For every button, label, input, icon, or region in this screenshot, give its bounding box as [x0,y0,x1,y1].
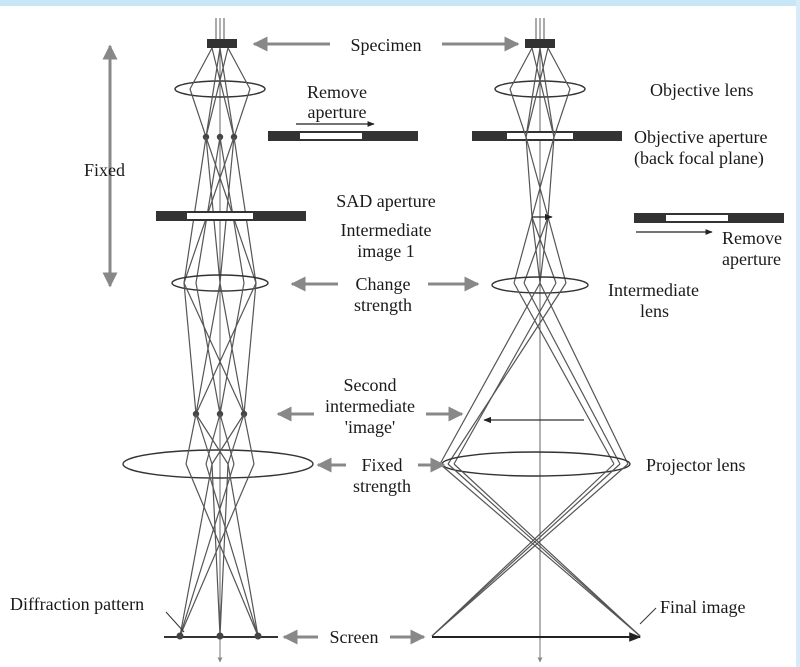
remove-aperture-top-label-2: aperture [308,102,367,122]
intermediate-image-label-1: Intermediate [341,220,432,240]
change-strength-label-1: Change [356,274,411,294]
projector-lens-label: Projector lens [646,455,745,475]
second-intermediate-label-2: intermediate [325,396,415,416]
change-strength-label-2: strength [354,295,412,315]
diffraction-spot [176,632,184,640]
right-specimen [525,39,555,48]
right-projector-lens [441,451,631,477]
fixed-label: Fixed [84,160,125,180]
callout-arrows [252,36,520,645]
second-intermediate-label-1: Second [344,375,397,395]
objective-aperture-opening [507,133,573,139]
diffraction-spot [216,632,224,640]
left-specimen [207,39,237,48]
specimen-label: Specimen [351,35,422,55]
left-rays-specimen-to-bfp [189,47,251,138]
diffraction-pattern-leader [165,611,185,633]
frame-right-edge [796,0,800,667]
final-image-label: Final image [660,597,745,617]
removed-sad-aperture-opening [666,215,728,221]
right-column-imaging-mode [431,18,642,663]
removed-objective-aperture-opening [300,133,362,139]
intermediate-lens-label-1: Intermediate [608,280,699,300]
objective-aperture-label-2: (back focal plane) [634,148,764,169]
objective-lens-label: Objective lens [650,80,753,100]
right-rays-to-final-image [431,463,641,637]
right-rays-specimen-to-bfp [509,47,571,138]
remove-aperture-top-label-1: Remove [307,82,367,102]
objective-aperture-label-1: Objective aperture [634,127,767,147]
remove-aperture-right-label-1: Remove [722,228,782,248]
left-intermediate-lens [171,274,269,292]
left-projector-lens [122,449,314,479]
diffraction-pattern-label: Diffraction pattern [10,594,144,614]
final-image-leader [639,607,657,625]
intermediate-image-label-2: image 1 [357,241,414,261]
left-rays-to-second-image [183,282,257,415]
left-rays-to-screen [179,413,259,637]
diffraction-spot [254,632,262,640]
right-rays-to-intermediate-lens [513,136,567,284]
left-rays-bfp-to-intermediate [183,136,257,284]
sad-aperture-label: SAD aperture [336,191,435,211]
remove-aperture-right-label-2: aperture [722,249,781,269]
right-rays-to-projector [439,282,629,465]
left-column-diffraction-mode [122,18,314,663]
screen-label: Screen [330,627,379,647]
fixed-strength-label-1: Fixed [361,455,402,475]
fixed-strength-label-2: strength [353,476,411,496]
frame-top-edge [0,0,800,6]
intermediate-lens-label-2: lens [640,301,669,321]
right-intermediate-lens [491,276,589,294]
second-intermediate-label-3: 'image' [345,417,395,437]
sad-aperture-opening [187,213,253,219]
